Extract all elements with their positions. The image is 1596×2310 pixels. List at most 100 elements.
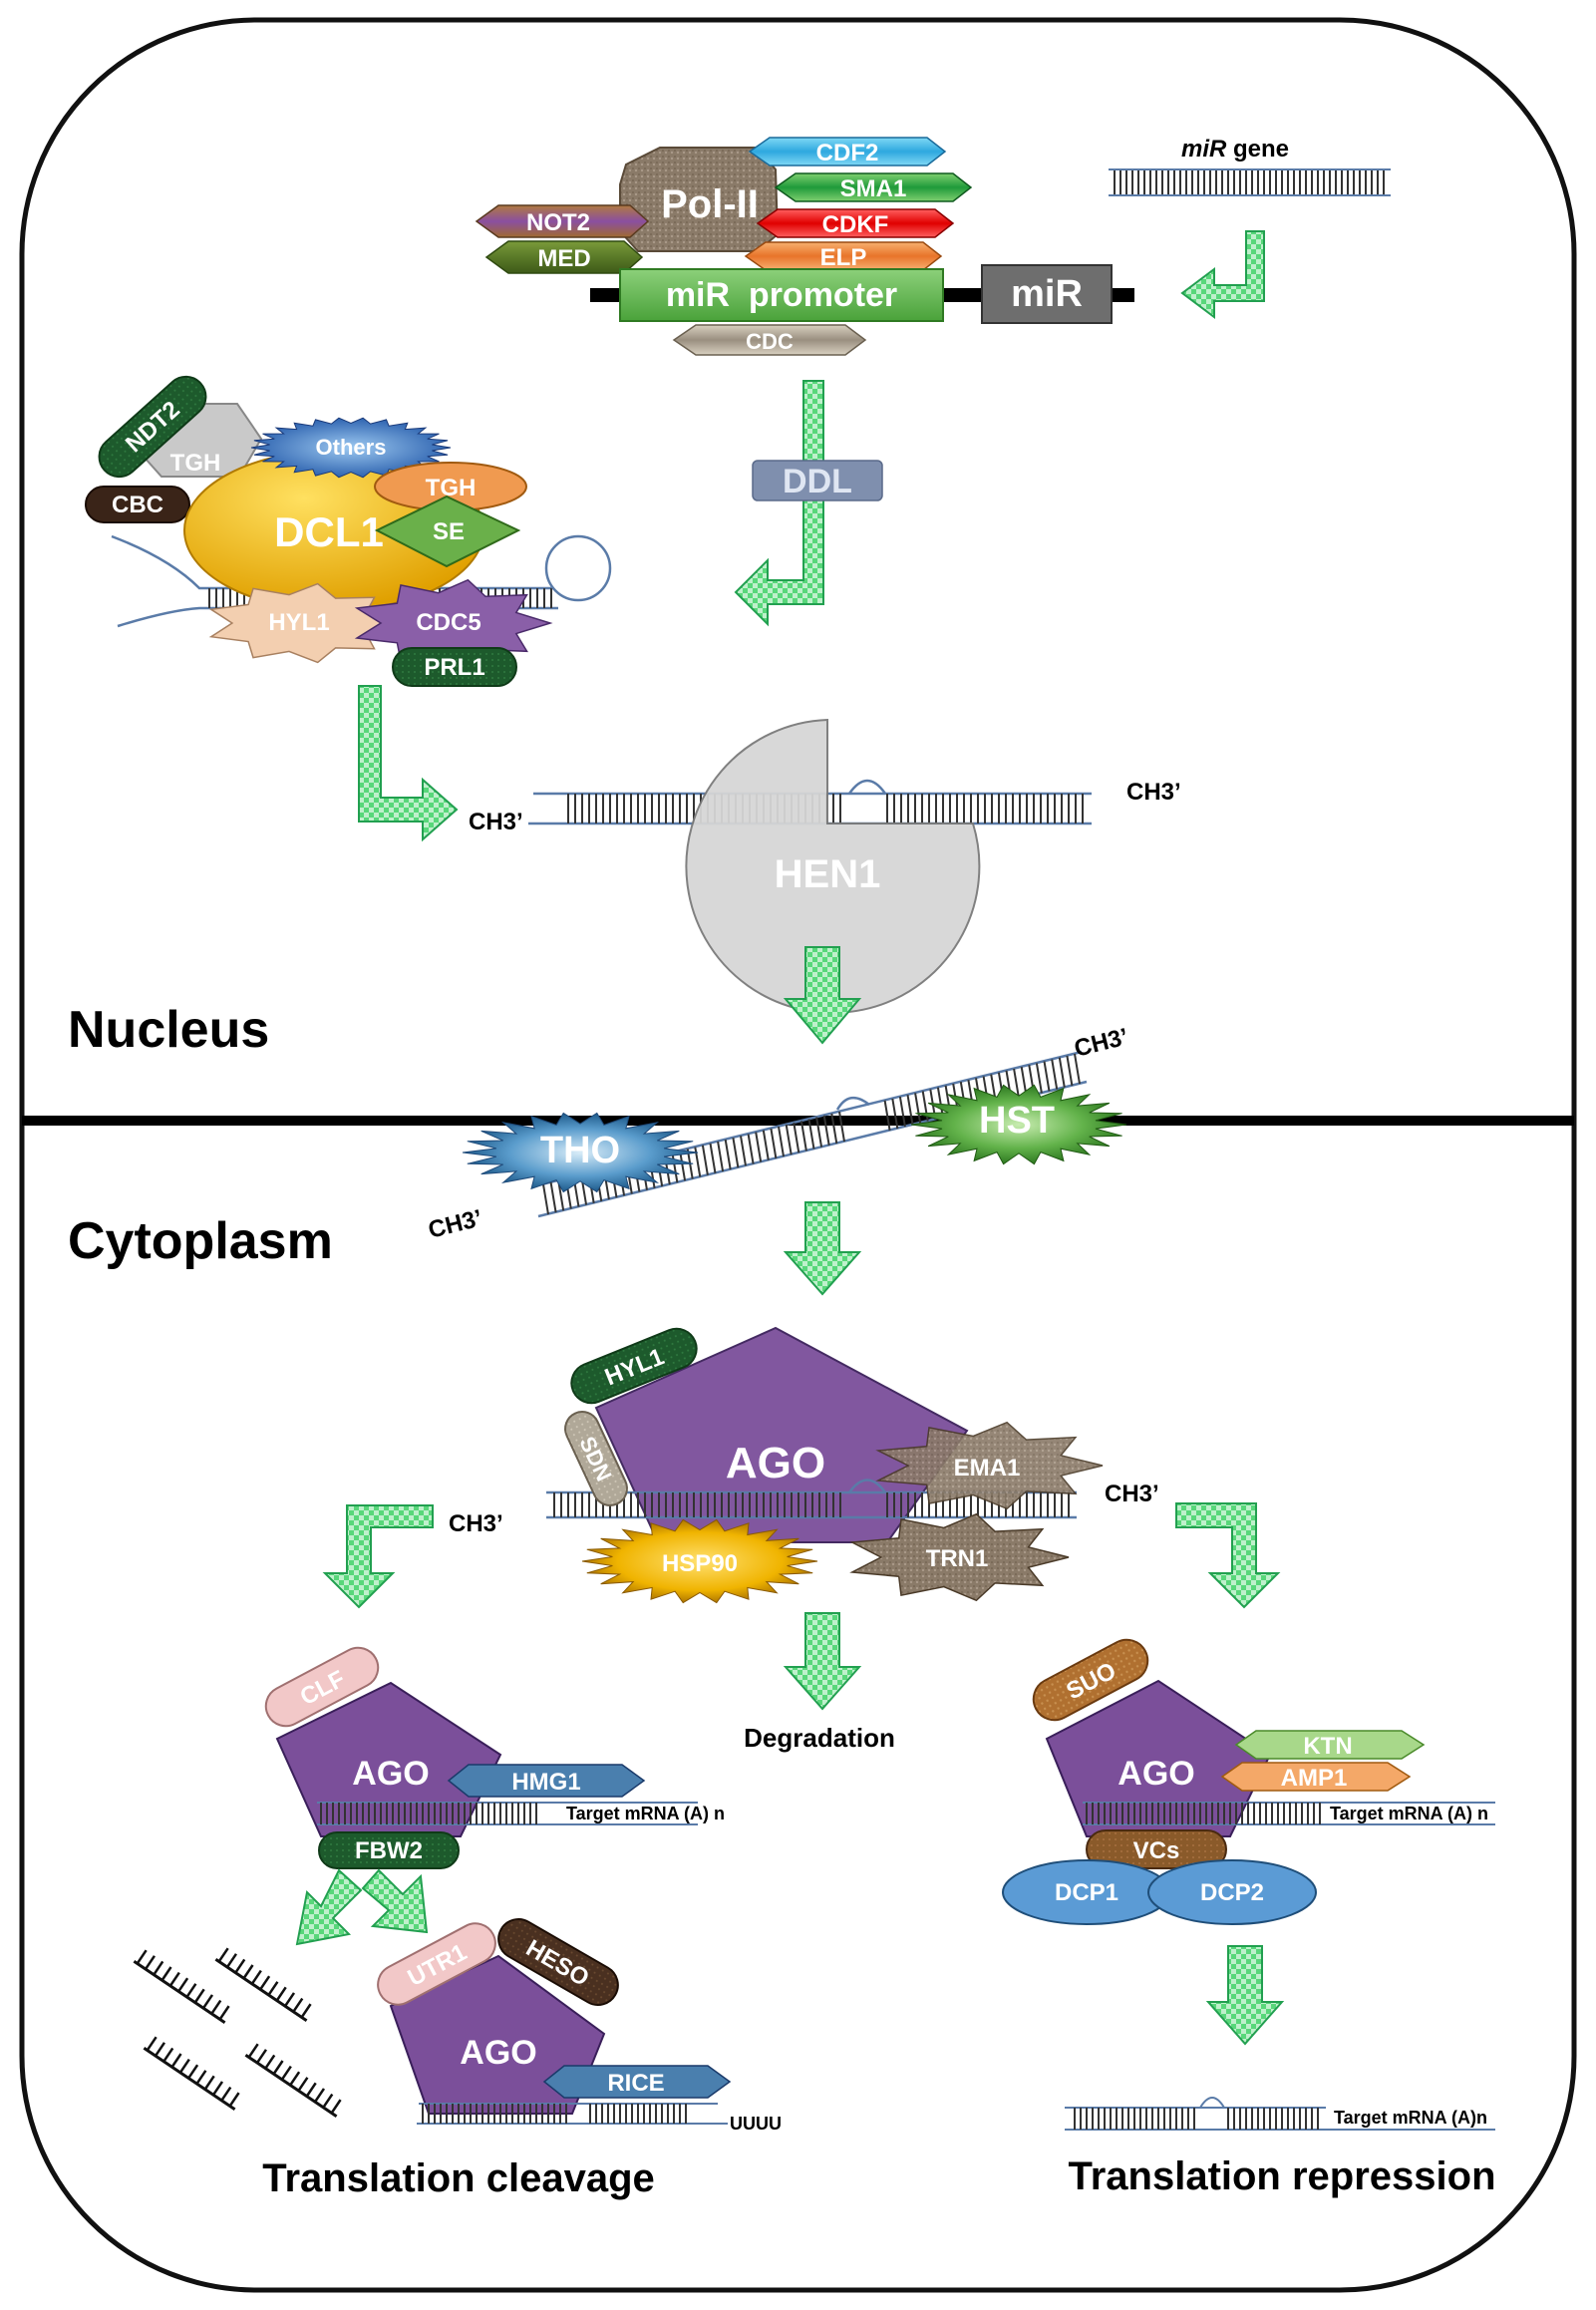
rna-rung (778, 1126, 785, 1157)
hst-shape (910, 1084, 1127, 1165)
dcl1-label: DCL1 (274, 508, 384, 555)
ddl-label: DDL (783, 463, 852, 500)
rna-rung (830, 1113, 838, 1145)
rna-rung (549, 1181, 557, 1213)
trn1-label: TRN1 (926, 1545, 989, 1572)
heso-shape (497, 1918, 619, 2006)
cleaved-duplex-right (589, 2104, 687, 2124)
ago-ch3-left: CH3’ (449, 1510, 503, 1537)
export-complex: THO HST CH3’ CH3’ (426, 1023, 1131, 1243)
tho-shape (462, 1112, 699, 1193)
mir-gene-dna (1114, 169, 1385, 195)
hmg1-label: HMG1 (511, 1769, 580, 1796)
cleaved-duplex-left (422, 2104, 567, 2124)
dcp2-label: DCP2 (1200, 1879, 1264, 1906)
ago-hyl1-shape (570, 1327, 698, 1405)
clf-shape (264, 1646, 380, 1728)
sma1-shape (774, 172, 973, 202)
utr1-shape (377, 1922, 496, 2006)
ktn-shape (1234, 1730, 1426, 1760)
cleaved-ago-complex: AGO UTR1 HESO RICE UUUU (377, 1918, 782, 2134)
ktn-label: KTN (1303, 1733, 1352, 1760)
arrow-ago-to-repression (1175, 1502, 1281, 1609)
ago-ch3-right: CH3’ (1105, 1481, 1159, 1507)
cdf2-shape (748, 137, 947, 166)
rna-rung (671, 1153, 679, 1183)
rna-rung (914, 1093, 922, 1124)
rna-rung (709, 1143, 717, 1173)
pri-mirna-strand-bottom (117, 606, 558, 628)
uuuu-label: UUUU (730, 2114, 782, 2134)
rna-rung (1066, 1055, 1074, 1087)
ema1-label: EMA1 (954, 1455, 1021, 1482)
fragment-2 (214, 1947, 312, 2022)
se-label: SE (433, 518, 465, 545)
pol-ii-label: Pol-II (661, 182, 759, 226)
se-shape (374, 495, 521, 568)
repressed-target-label: Target mRNA (A)n (1334, 2108, 1487, 2128)
dcp2-shape (1147, 1859, 1317, 1925)
ndt2-shape (98, 375, 207, 479)
suo-shape (1032, 1638, 1149, 1722)
cleavage-target-label: Target mRNA (A) n (566, 1804, 725, 1823)
repression-ago-shape (1045, 1679, 1272, 1837)
ago-main-complex: AGO HYL1 SDN EMA1 HSP90 TRN1 CH3’ CH3’ (449, 1326, 1159, 1604)
mir-gene-rest: gene (1226, 136, 1289, 163)
fbw2-label: FBW2 (355, 1837, 423, 1864)
rna-rung (542, 1183, 549, 1215)
rna-rung (1013, 1068, 1021, 1100)
vcs-shape (1086, 1829, 1227, 1869)
fbw2-shape (318, 1831, 460, 1869)
arrow-cleavage-to-ago (361, 1868, 429, 1934)
arrow-export-to-ago (783, 1201, 862, 1296)
cleaved-fragments (133, 1947, 342, 2118)
rna-rung (1058, 1057, 1066, 1088)
tgh-back-label: TGH (170, 450, 221, 477)
nucleus-label: Nucleus (68, 1001, 269, 1059)
rna-rung (701, 1145, 709, 1175)
mir-gene-label: miR gene (1181, 136, 1289, 163)
sma1-label: SMA1 (840, 175, 907, 202)
ema1-shape (875, 1421, 1104, 1510)
rna-rung (747, 1134, 755, 1164)
amp1-shape (1220, 1762, 1412, 1792)
arrow-dicing-to-hen1 (358, 685, 459, 842)
mir-gene: miR gene (1109, 136, 1391, 196)
rna-rung (679, 1151, 687, 1181)
others-label: Others (316, 435, 387, 460)
repression-ago-label: AGO (1117, 1755, 1194, 1793)
rna-rung (799, 1121, 807, 1152)
hsp90-shape (581, 1518, 818, 1604)
cleavage-duplex (320, 1803, 537, 1824)
dicing-complex: TGH NDT2 CBC DCL1 Others TGH SE HYL1 CDC… (85, 375, 612, 687)
cdc5-label: CDC5 (416, 609, 480, 636)
not2-shape (475, 204, 650, 238)
sdn-shape (564, 1411, 628, 1506)
rna-rung (838, 1111, 845, 1143)
fragment-3 (143, 2036, 240, 2111)
hst-label: HST (979, 1100, 1055, 1142)
hyl1-shape (208, 582, 400, 664)
rna-rung (906, 1095, 914, 1126)
rna-rung (891, 1098, 899, 1130)
degradation-label: Degradation (744, 1723, 895, 1753)
rna-rung (717, 1141, 725, 1172)
rna-rung (785, 1124, 793, 1155)
cleaved-ago-label: AGO (460, 2034, 536, 2072)
cdkf-shape (756, 208, 955, 238)
rna-rung (1043, 1061, 1051, 1092)
cleavage-ago-label: AGO (352, 1755, 429, 1793)
rna-rung (793, 1123, 800, 1154)
cbc-label: CBC (112, 492, 163, 518)
pri-mirna-loop (544, 534, 612, 602)
arrow-hen1-to-export (783, 946, 862, 1045)
rna-rung (1035, 1063, 1043, 1094)
prl1-label: PRL1 (424, 654, 484, 681)
hyl1-label: HYL1 (268, 609, 329, 636)
ddl-box (752, 460, 883, 501)
ago-main-label: AGO (726, 1439, 825, 1487)
rna-rung (770, 1128, 778, 1159)
elp-label: ELP (820, 244, 867, 271)
rice-label: RICE (607, 2070, 664, 2097)
repression-duplex (1086, 1803, 1321, 1824)
